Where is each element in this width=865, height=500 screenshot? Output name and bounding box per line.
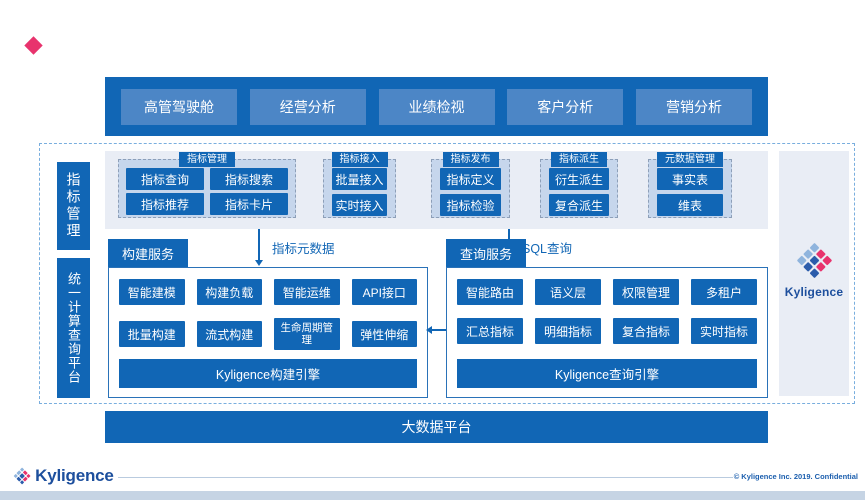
query-capability-chip: 权限管理 (613, 279, 679, 305)
app-card-customer-analysis: 客户分析 (507, 88, 624, 125)
build-service-tab: 构建服务 (108, 239, 188, 267)
group-metadata-management: 元数据管理 事实表 维表 (648, 152, 732, 218)
capability-chip: 批量接入 (332, 168, 387, 190)
capability-chip: 指标查询 (126, 168, 204, 190)
app-card-executive-cockpit: 高管驾驶舱 (121, 88, 237, 125)
bottom-accent-strip (0, 491, 865, 500)
group-metric-publishing: 指标发布 指标定义 指标检验 (431, 152, 510, 218)
metric-management-strip: 指标管理 指标查询 指标搜索 指标推荐 指标卡片 指标接入 批量接入 实时接入 … (105, 151, 768, 229)
build-capability-chip: 构建负载 (196, 279, 262, 305)
query-capability-chip: 实时指标 (691, 318, 757, 344)
query-engine-bar: Kyligence查询引擎 (457, 359, 757, 388)
build-capability-chip: 流式构建 (196, 321, 262, 347)
query-service-tab: 查询服务 (446, 239, 526, 267)
rail-unified-compute-query-platform: 统一计算查询平台 (57, 258, 90, 398)
query-capability-chip: 明细指标 (535, 318, 601, 344)
metadata-flow-label: 指标元数据 (272, 242, 335, 256)
capability-chip: 指标卡片 (210, 193, 288, 215)
build-capability-chip: 智能运维 (274, 279, 340, 305)
kyligence-brand-panel: Kyligence (779, 151, 849, 396)
query-capability-chip: 语义层 (535, 279, 601, 305)
application-layer-banner: 高管驾驶舱 经营分析 业绩检视 客户分析 营销分析 (105, 77, 768, 136)
group-title: 指标管理 (179, 152, 235, 167)
big-data-platform-bar: 大数据平台 (105, 411, 768, 443)
kyligence-wordmark: Kyligence (784, 285, 844, 299)
group-metric-ingestion: 指标接入 批量接入 实时接入 (323, 152, 396, 218)
capability-chip: 事实表 (657, 168, 723, 190)
build-service-box: 智能建模 构建负载 智能运维 API接口 批量构建 流式构建 生命周期管理 弹性… (108, 267, 428, 398)
capability-chip: 指标推荐 (126, 193, 204, 215)
platform-dashed-frame (39, 143, 855, 404)
query-to-build-arrow-icon (426, 326, 432, 334)
metadata-flow-line (258, 229, 260, 261)
footer-divider-line (118, 477, 733, 478)
build-capability-chip: 生命周期管理 (274, 318, 340, 350)
capability-chip: 指标定义 (440, 168, 501, 190)
query-to-build-line (432, 329, 447, 331)
query-service-box: 智能路由 语义层 权限管理 多租户 汇总指标 明细指标 复合指标 实时指标 Ky… (446, 267, 768, 398)
capability-chip: 指标检验 (440, 194, 501, 216)
group-metric-management: 指标管理 指标查询 指标搜索 指标推荐 指标卡片 (118, 152, 296, 218)
app-card-business-analysis: 经营分析 (249, 88, 366, 125)
group-metric-derivation: 指标派生 衍生派生 复合派生 (540, 152, 618, 218)
capability-chip: 指标搜索 (210, 168, 288, 190)
query-capability-chip: 复合指标 (613, 318, 679, 344)
capability-chip: 复合派生 (549, 194, 609, 216)
group-title: 指标发布 (442, 152, 499, 167)
footer-logo: Kyligence (13, 466, 114, 486)
app-card-performance-review: 业绩检视 (378, 88, 495, 125)
query-capability-chip: 汇总指标 (457, 318, 523, 344)
build-capability-chip: API接口 (351, 279, 417, 305)
build-capability-chip: 批量构建 (119, 321, 185, 347)
query-capability-chip: 智能路由 (457, 279, 523, 305)
group-title: 指标接入 (331, 152, 388, 167)
accent-diamond-icon (24, 36, 43, 55)
query-capability-chip: 多租户 (691, 279, 757, 305)
footer-wordmark: Kyligence (35, 466, 114, 485)
group-title: 元数据管理 (657, 152, 723, 167)
kyligence-logo-icon (13, 467, 31, 485)
build-capability-chip: 智能建模 (119, 279, 185, 305)
app-card-marketing-analysis: 营销分析 (636, 88, 752, 125)
metadata-flow-arrow-icon (255, 260, 263, 266)
capability-chip: 维表 (657, 194, 723, 216)
build-engine-bar: Kyligence构建引擎 (119, 359, 417, 388)
kyligence-logo-icon (796, 242, 832, 279)
group-title: 指标派生 (551, 152, 607, 167)
capability-chip: 衍生派生 (549, 168, 609, 190)
capability-chip: 实时接入 (332, 194, 387, 216)
rail-metric-management: 指标管理 (57, 162, 90, 250)
build-capability-chip: 弹性伸缩 (351, 321, 417, 347)
footer-copyright: © Kyligence Inc. 2019. Confidential (733, 472, 858, 481)
sql-flow-label: SQL查询 (522, 242, 573, 256)
